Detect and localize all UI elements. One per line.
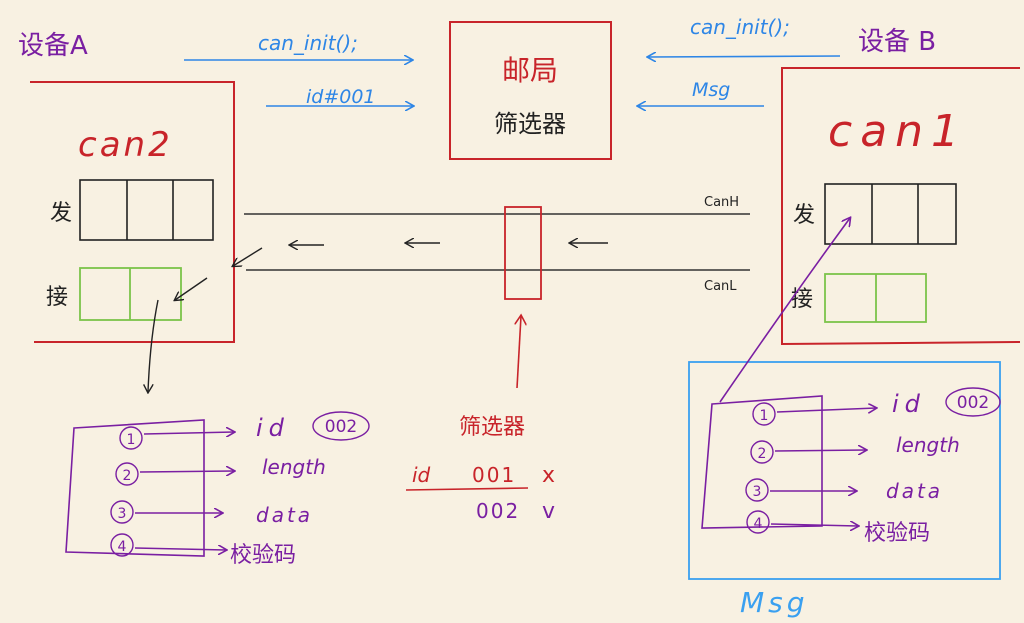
frame-a-num: 1 [127,432,136,448]
send-buffer-a [79,179,214,241]
recv-in-arrow-a [175,277,208,300]
frame-b-item: 3 data [745,478,943,503]
frame-a-outline [65,419,205,557]
post-office-title: 邮局 [502,54,558,87]
recv-label-b: 接 [791,287,813,312]
frame-b-item: 1 id 002 [752,387,1001,426]
frame-b-field: data [886,479,943,503]
frame-a-num: 4 [118,539,127,555]
frame-b-value: 002 [957,393,989,413]
recv-out-arrow-a [148,299,159,392]
filter-pointer-arrow [517,316,521,389]
send-buffer-b [824,183,957,245]
canh-label: CanH [704,195,739,210]
canl-label: CanL [704,279,737,294]
bus-direction-arrows [233,243,608,266]
can-init-b-arrow [648,56,841,57]
frame-b-item: 4 校验码 [746,510,930,546]
device-b-box [781,67,1021,346]
can-init-b-text: can_init(); [690,15,790,39]
frame-b-num: 3 [753,484,762,500]
frame-b: 1 id 002 2 length 3 data 4 校验码 [701,387,1001,546]
post-office-subtitle: 筛选器 [494,110,566,138]
can1-label: can1 [828,106,967,157]
frame-to-send-arrow [719,218,850,403]
frame-a: 1 id 002 2 length 3 data 4 校验码 [65,411,370,568]
frame-a-field: 校验码 [230,543,296,568]
frame-a-field: length [262,455,326,479]
frame-b-num: 2 [758,446,767,462]
frame-a-item: 1 id 002 [119,411,370,450]
frame-b-field: id [892,390,926,418]
frame-a-item: 3 data [110,500,313,527]
can-init-a-text: can_init(); [258,31,358,55]
filter-underline [405,487,529,491]
frame-a-item: 2 length [115,455,326,486]
frame-b-field: 校验码 [864,521,930,546]
frame-a-num: 3 [118,506,127,522]
device-b-label: 设备 B [858,27,936,57]
msg-title: Msg [740,586,809,619]
can2-label: can2 [78,125,173,165]
filter-id: id [412,463,431,487]
frame-a-num: 2 [123,468,132,484]
frame-a-field: id [256,414,290,442]
frame-b-item: 2 length [750,433,960,464]
device-a-label: 设备A [18,31,88,61]
recv-buffer-b [824,273,927,323]
frame-a-field: data [256,503,313,527]
send-label-b: 发 [793,203,815,228]
recv-buffer-a [79,267,182,321]
filter-id-001: 001 [472,463,516,487]
filter-id-002: 002 [476,499,520,523]
send-label-a: 发 [50,201,72,226]
filter-reject-mark: x [542,463,555,488]
frame-b-num: 1 [760,408,769,424]
frame-a-item: 4 校验码 [110,533,296,568]
id-arrow-text: id#001 [306,86,376,108]
frame-b-outline [701,395,823,529]
filter-gate [504,206,542,300]
msg-arrow-text: Msg [692,79,730,101]
frame-a-value: 002 [325,417,357,437]
frame-b-num: 4 [754,516,763,532]
msg-box [688,361,1001,580]
device-a-box [30,81,235,343]
filter-accept-mark: v [542,499,555,524]
frame-b-field: length [896,433,960,457]
filter-label: 筛选器 [459,415,525,440]
post-office-box [449,21,612,160]
recv-label-a: 接 [46,285,68,310]
